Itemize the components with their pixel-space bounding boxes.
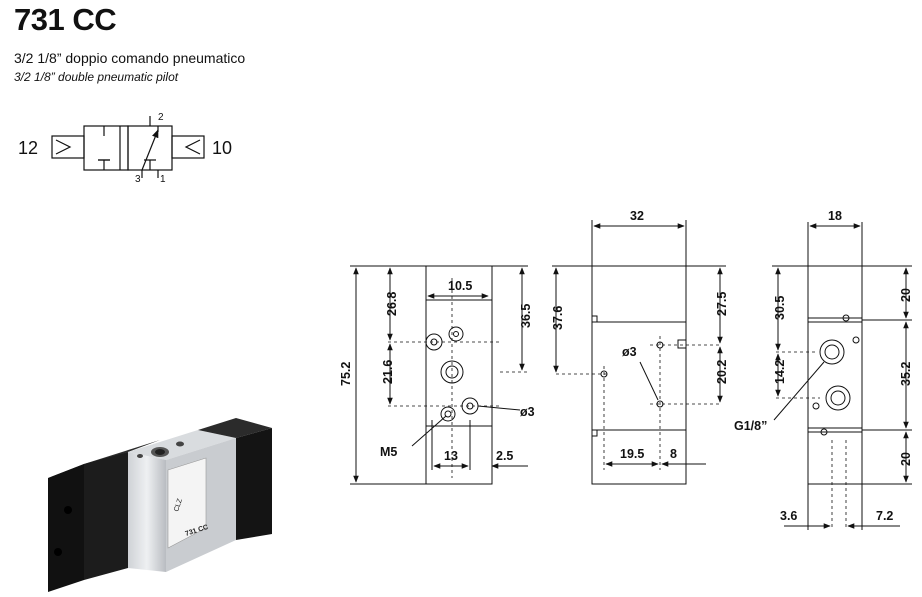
side-bottom-offset: 8 <box>670 447 677 461</box>
front-right-height: 36.5 <box>519 304 533 328</box>
front-hole-diameter: ø3 <box>520 405 535 419</box>
side-right-mid: 20.2 <box>715 360 729 384</box>
model-title: 731 CC <box>14 2 117 37</box>
front-thread-label: M5 <box>380 445 397 459</box>
front-mid-height: 21.6 <box>381 360 395 384</box>
subtitle-english: 3/2 1/8” double pneumatic pilot <box>14 70 179 84</box>
end-upper-height: 30.5 <box>773 296 787 320</box>
end-top-right: 20 <box>899 288 913 302</box>
side-width: 32 <box>630 209 644 223</box>
end-width: 18 <box>828 209 842 223</box>
side-bottom-width: 19.5 <box>620 447 644 461</box>
product-photo: CLZ 731 CC <box>48 418 272 592</box>
front-overall-height: 75.2 <box>339 362 353 386</box>
end-mid-height: 14.2 <box>773 360 787 384</box>
port-3-label: 3 <box>135 174 141 185</box>
side-left-height: 37.6 <box>551 306 565 330</box>
port-10-label: 10 <box>212 138 232 158</box>
end-view <box>772 222 912 530</box>
front-upper-height: 26.8 <box>385 292 399 316</box>
valve-symbol <box>51 116 205 178</box>
front-bottom-offset: 2.5 <box>496 449 513 463</box>
end-bottom-left: 3.6 <box>780 509 797 523</box>
side-right-upper: 27.5 <box>715 292 729 316</box>
end-bottom-right: 20 <box>899 452 913 466</box>
port-2-label: 2 <box>158 112 164 123</box>
port-12-label: 12 <box>18 138 38 158</box>
photo-brand-mark: CLZ <box>173 497 184 512</box>
side-hole-diameter: ø3 <box>622 345 637 359</box>
end-middle-right: 35.2 <box>899 362 913 386</box>
subtitle-italian: 3/2 1/8” doppio comando pneumatico <box>14 50 246 66</box>
end-bottom-right-width: 7.2 <box>876 509 893 523</box>
side-view <box>552 220 726 485</box>
front-bottom-width: 13 <box>444 449 458 463</box>
front-hole-width: 10.5 <box>448 279 472 293</box>
end-port-label: G1/8” <box>734 419 767 433</box>
front-view <box>350 265 528 485</box>
port-1-label: 1 <box>160 174 166 185</box>
